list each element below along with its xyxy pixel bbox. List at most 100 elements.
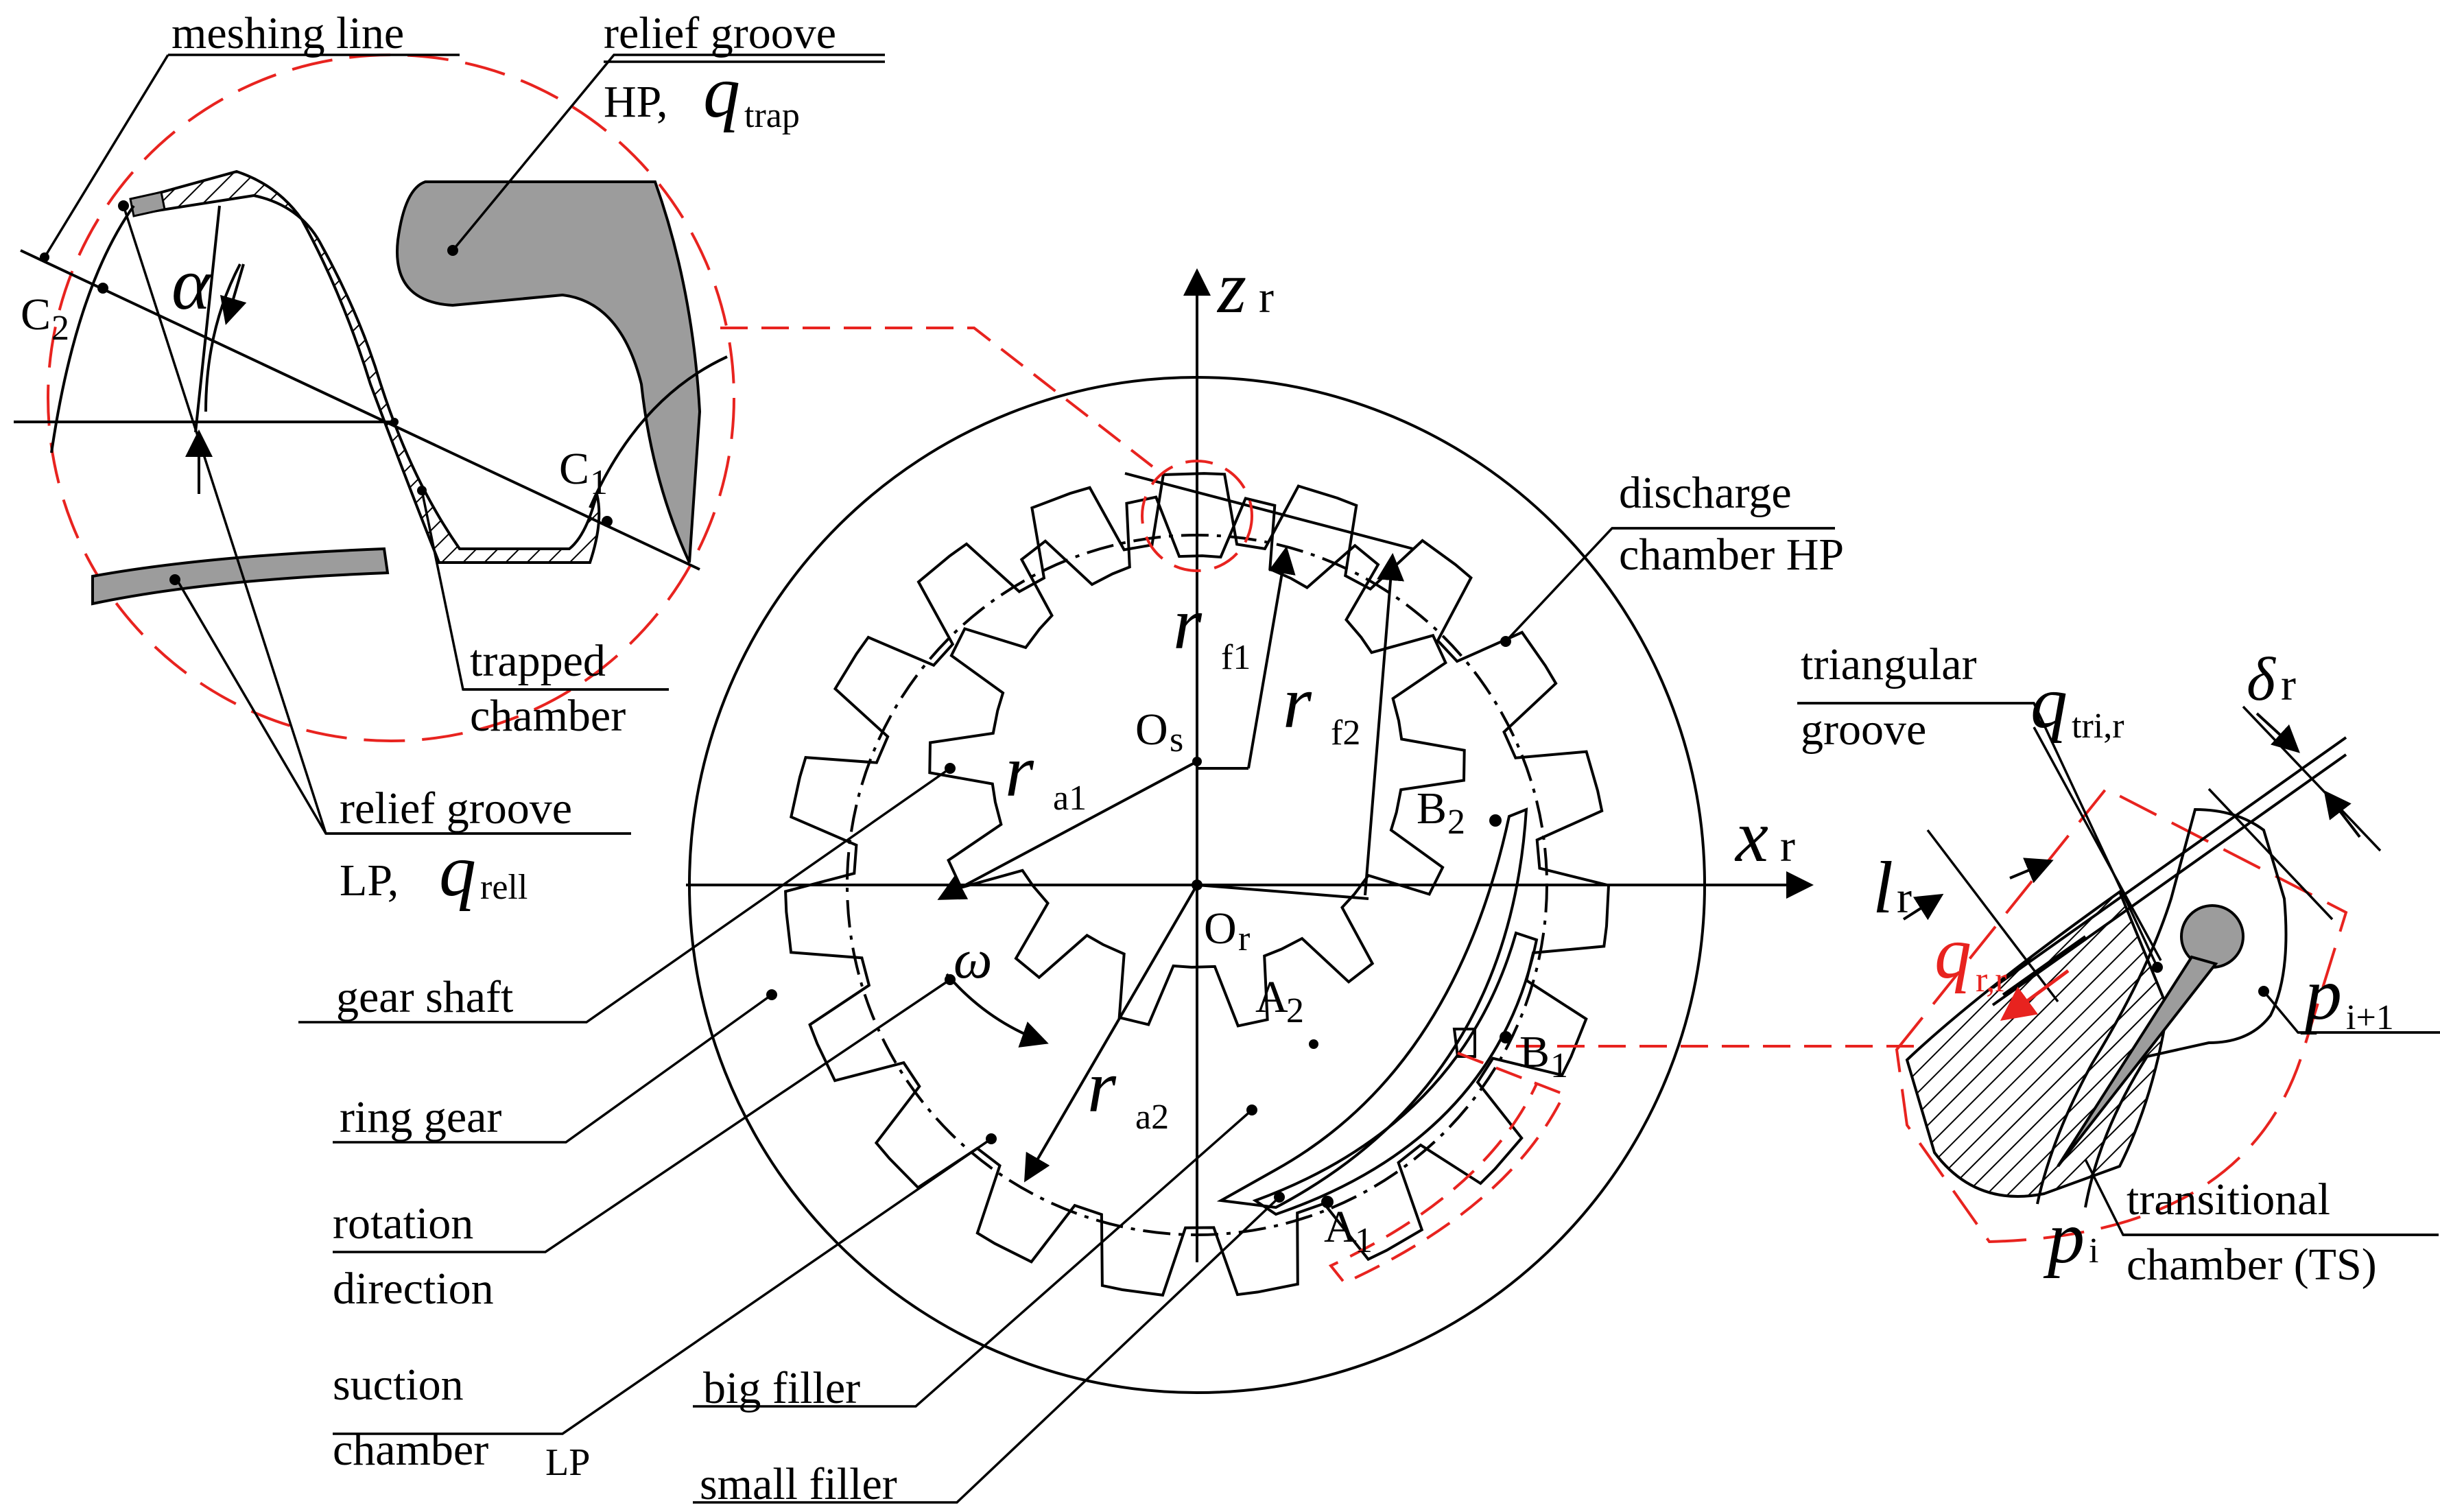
label-c1: C — [559, 444, 589, 494]
dot-meshing — [40, 252, 49, 262]
label-rotation-2: direction — [333, 1264, 494, 1314]
label-trapped-2: chamber — [470, 691, 626, 741]
label-delta: δ — [2247, 646, 2277, 713]
relief-groove-hp-shape — [396, 180, 702, 563]
leader-relief-lp-a — [122, 205, 327, 834]
label-transitional-1: transitional — [2127, 1174, 2330, 1225]
label-pi: p — [2043, 1197, 2085, 1279]
label-q-rell: q — [439, 830, 476, 912]
label-ring-gear: ring gear — [340, 1092, 501, 1142]
label-trapped-1: trapped — [470, 636, 606, 686]
zoom-circle-small — [1141, 460, 1253, 572]
relief-groove-lp-shape — [91, 547, 390, 606]
vertical-ref — [194, 205, 221, 433]
rf2-line — [1364, 553, 1405, 896]
omega-arrow — [945, 973, 1049, 1048]
label-ra1: r — [1005, 731, 1034, 812]
meshing-tangent — [1124, 472, 1414, 550]
ts-diag-b — [2207, 788, 2334, 921]
label-alpha: α — [171, 244, 212, 325]
label-rf1: r — [1173, 583, 1203, 665]
label-transitional-2: chamber (TS) — [2127, 1240, 2377, 1290]
dot-a1 — [1321, 1196, 1334, 1208]
delta-arrow-b — [2323, 790, 2361, 838]
c2-arc — [50, 204, 135, 453]
dot-pi1 — [2258, 986, 2269, 997]
leader-small-filler — [693, 1196, 1281, 1504]
leader-q-tri — [2033, 727, 2162, 961]
label-suction-1: suction — [333, 1360, 464, 1410]
label-pi1: p — [2300, 954, 2342, 1035]
ts-tooth — [2036, 807, 2288, 1208]
rf2-base — [1196, 884, 1369, 900]
dot-meshing-center — [390, 418, 399, 426]
label-discharge-1: discharge — [1619, 468, 1792, 518]
red-highlights — [720, 327, 1914, 1285]
label-rotation-1: rotation — [333, 1198, 473, 1249]
radius-lines — [937, 472, 1414, 1183]
label-qrr-sub: r,r — [1976, 960, 2007, 1000]
label-rf1-sub: f1 — [1221, 638, 1251, 677]
label-rf2: r — [1283, 662, 1312, 744]
ts-line-3 — [2002, 935, 2087, 996]
label-discharge-2: chamber HP — [1619, 530, 1844, 580]
ts-line-2 — [1991, 753, 2347, 1006]
ra1-line — [937, 760, 1198, 900]
dot-relief-hp — [447, 245, 458, 256]
ts-dashed-outline — [1895, 787, 2348, 1244]
label-pi1-sub: i+1 — [2346, 998, 2394, 1037]
lr-arrow-b — [1902, 893, 1944, 921]
zoom-meshing-detail — [14, 54, 885, 835]
dot-tri — [2152, 962, 2163, 973]
label-z-sub: r — [1259, 272, 1274, 322]
label-c2: C — [21, 290, 51, 340]
label-b2: B — [1417, 783, 1447, 834]
ra2-line — [1023, 884, 1198, 1183]
dot-os — [1192, 757, 1202, 766]
delta-line — [2242, 705, 2382, 852]
tooth-tip-square — [129, 191, 166, 217]
label-small-filler: small filler — [700, 1459, 897, 1509]
dot-tooth-tip — [118, 200, 129, 211]
label-suction-lp: LP — [545, 1441, 590, 1484]
dot-a2 — [1309, 1039, 1318, 1049]
label-pi-sub: i — [2089, 1231, 2098, 1271]
leader-gear-shaft — [298, 767, 951, 1024]
label-x-sub: r — [1780, 821, 1795, 871]
label-b1: B — [1519, 1027, 1550, 1077]
label-q-tri-sub: tri,r — [2072, 707, 2124, 746]
gear-shaft-teeth — [928, 495, 1466, 1028]
label-x-axis: x — [1734, 796, 1768, 877]
label-a1: A — [1324, 1202, 1357, 1252]
ts-line-1 — [1991, 736, 2347, 989]
label-meshing-line: meshing line — [171, 8, 404, 58]
leader-rotation — [333, 978, 951, 1253]
label-or-sub: r — [1238, 919, 1250, 958]
zoom-ts-detail — [1797, 702, 2440, 1244]
ts-outline-main — [1328, 1052, 1566, 1285]
label-relief-hp-2: HP, — [604, 77, 668, 127]
label-delta-sub: r — [2281, 660, 2296, 710]
label-os: O — [1135, 705, 1168, 755]
label-lr: l — [1873, 847, 1893, 929]
dot-c1 — [602, 516, 613, 527]
flank-curve — [589, 355, 728, 508]
meshing-leader — [43, 54, 169, 258]
label-triangular-2: groove — [1801, 705, 1926, 755]
qrr-arrow — [2000, 969, 2070, 1021]
leader-relief-hp — [451, 54, 885, 252]
label-omega: ω — [954, 930, 992, 990]
label-b2-sub: 2 — [1447, 803, 1465, 842]
label-a2-sub: 2 — [1286, 991, 1304, 1030]
label-q-rell-sub: rell — [480, 868, 528, 907]
ring-gear-teeth — [784, 472, 1611, 1297]
label-q-trap: q — [703, 51, 740, 133]
dot-b2 — [1489, 814, 1502, 827]
alpha-arc — [204, 263, 241, 412]
axes — [686, 268, 1814, 1262]
label-gear-shaft: gear shaft — [336, 972, 513, 1022]
label-triangular-1: triangular — [1801, 639, 1977, 689]
zoom-link-top — [720, 327, 1154, 468]
dot-c2 — [97, 283, 108, 294]
leader-suction — [333, 1137, 992, 1435]
